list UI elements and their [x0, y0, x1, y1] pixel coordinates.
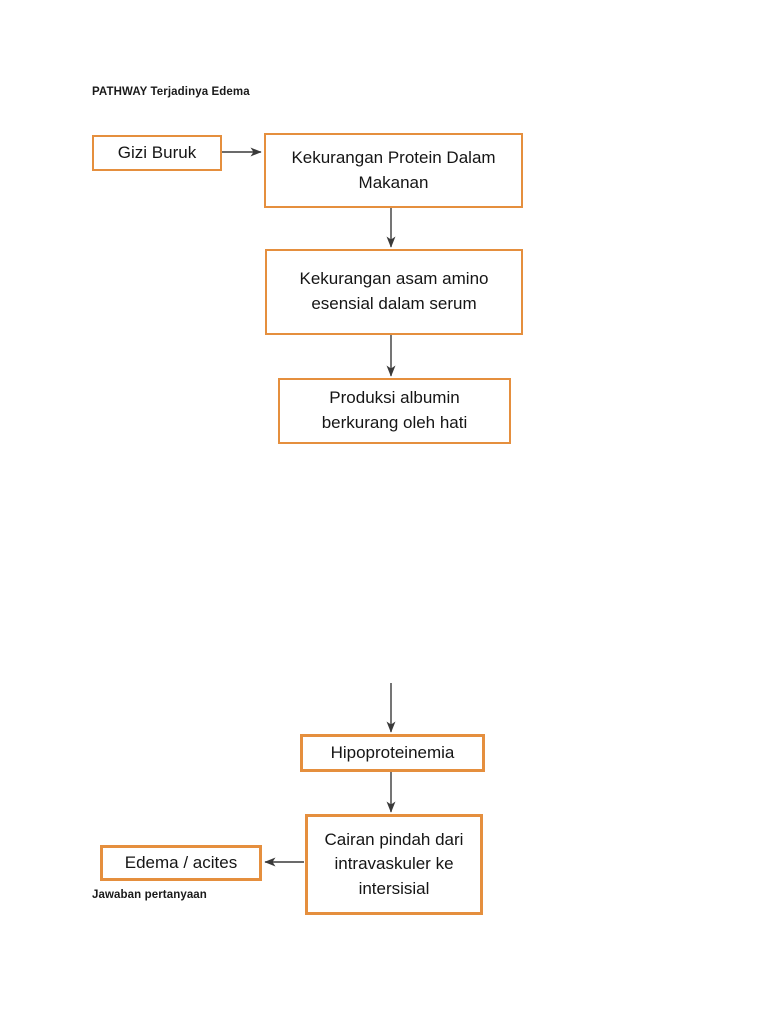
node-cairan-pindah-label: Cairan pindah dari intravaskuler ke inte… [324, 829, 464, 898]
node-edema-acites-label: Edema / acites [124, 852, 238, 872]
node-kekurangan-protein[interactable]: Kekurangan Protein Dalam Makanan [264, 133, 523, 208]
node-kekurangan-asam-amino-label: Kekurangan asam amino esensial dalam ser… [299, 269, 489, 313]
node-cairan-pindah[interactable]: Cairan pindah dari intravaskuler ke inte… [305, 814, 483, 915]
node-kekurangan-asam-amino[interactable]: Kekurangan asam amino esensial dalam ser… [265, 249, 523, 335]
node-gizi-buruk-label: Gizi Buruk [117, 142, 197, 162]
footnote-jawaban-pertanyaan: Jawaban pertanyaan [92, 889, 207, 901]
node-hipoproteinemia-label: Hipoproteinemia [330, 742, 455, 762]
node-hipoproteinemia[interactable]: Hipoproteinemia [300, 734, 485, 772]
node-edema-acites[interactable]: Edema / acites [100, 845, 262, 881]
node-produksi-albumin[interactable]: Produksi albumin berkurang oleh hati [278, 378, 511, 444]
node-produksi-albumin-label: Produksi albumin berkurang oleh hati [321, 388, 468, 432]
page-title: PATHWAY Terjadinya Edema [92, 86, 250, 98]
node-gizi-buruk[interactable]: Gizi Buruk [92, 135, 222, 171]
node-kekurangan-protein-label: Kekurangan Protein Dalam Makanan [291, 147, 496, 192]
